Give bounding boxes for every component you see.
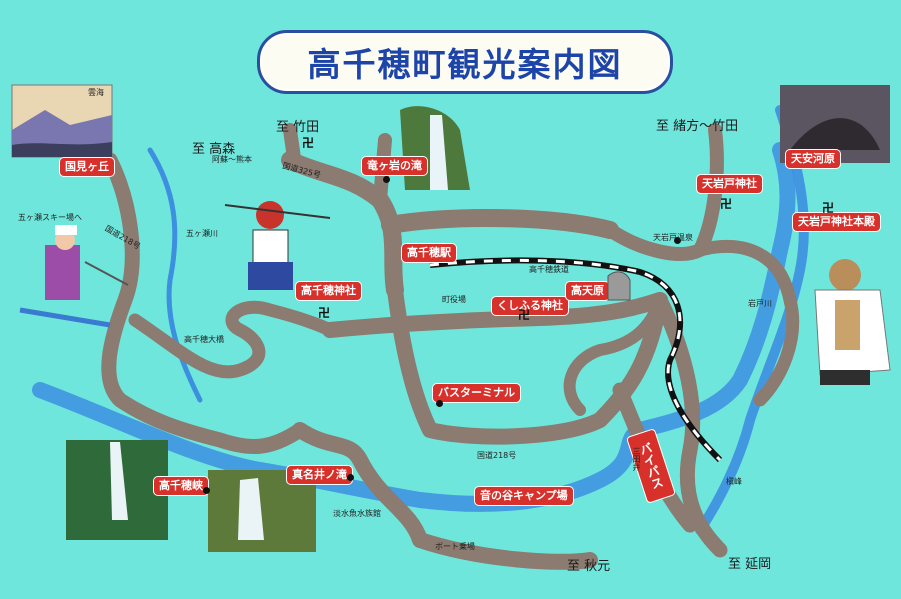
note-route218-bottom: 国道218号	[477, 451, 517, 460]
label-kunimigaoka[interactable]: 国見ヶ丘	[60, 158, 114, 176]
poi-dot-bus-terminal	[436, 400, 443, 407]
label-takamagahara[interactable]: 高天原	[566, 282, 609, 300]
poi-dot-gorge	[203, 487, 210, 494]
shrine-mark-icon: 卍	[302, 136, 315, 150]
label-amanoiwato-shrine[interactable]: 天岩戸神社	[697, 175, 762, 193]
note-takachiho-bridge: 高千穂大橋	[184, 335, 224, 344]
road-mid	[563, 294, 666, 416]
note-aso-kumamoto: 阿蘇～熊本	[212, 155, 252, 164]
label-takachiho-shrine[interactable]: 高千穂神社	[296, 282, 361, 300]
label-takachiho-gorge[interactable]: 高千穂峡	[154, 477, 208, 495]
iwato-river	[695, 105, 809, 535]
label-ryugaiwa[interactable]: 竜ヶ岩の滝	[362, 157, 427, 175]
note-aquarium: 淡水魚水族館	[333, 509, 381, 518]
shrine-mark-icon: 卍	[318, 306, 331, 320]
note-town-office: 町役場	[442, 295, 466, 304]
road-218-west	[101, 152, 308, 455]
note-railway: 高千穂鉄道	[529, 265, 569, 274]
poi-dot-iwato-station	[674, 237, 681, 244]
road-town	[322, 292, 668, 338]
note-gokase-ski: 五ヶ瀬スキー場へ	[18, 213, 82, 222]
label-takachiho-station[interactable]: 高千穂駅	[402, 244, 456, 262]
dest-takamori: 至 高森	[192, 142, 236, 157]
note-unkai: 雲海	[88, 88, 104, 97]
map-title-box: 高千穂町観光案内図	[257, 30, 673, 94]
dest-taketa: 至 竹田	[276, 120, 320, 135]
shrine-mark-icon: 卍	[822, 201, 835, 215]
label-amanoyasugawara[interactable]: 天安河原	[786, 150, 840, 168]
road-loop	[387, 282, 668, 445]
poi-dot-ryugaiwa	[383, 176, 390, 183]
road-south	[292, 422, 598, 570]
note-mitai: 三田井	[632, 447, 641, 471]
label-kushifuru-shrine[interactable]: くしふる神社	[492, 297, 568, 315]
label-otonotani-camp[interactable]: 音の谷キャンプ場	[475, 487, 573, 505]
note-boat: ボート乗場	[435, 542, 475, 551]
road-iwato	[693, 240, 800, 407]
road-station	[381, 209, 619, 239]
map-title: 高千穂町観光案内図	[307, 45, 623, 84]
note-komakai: 槇峰	[726, 477, 742, 486]
shrine-mark-icon: 卍	[518, 308, 531, 322]
shrine-mark-icon: 卍	[720, 197, 733, 211]
river-west	[147, 147, 203, 403]
label-bus-terminal[interactable]: バスターミナル	[433, 384, 520, 402]
label-manai-falls[interactable]: 真名井ノ滝	[287, 466, 352, 484]
note-iwato-onsen: 天岩戸温泉	[653, 233, 693, 242]
label-amanoiwato-honden[interactable]: 天岩戸神社本殿	[793, 213, 880, 231]
gokase-river	[32, 142, 796, 512]
note-iwato-river: 岩戸川	[748, 299, 772, 308]
road-winding	[128, 300, 337, 379]
poi-dot-manai	[347, 474, 354, 481]
dest-akimoto: 至 秋元	[567, 559, 611, 574]
dest-ogata-taketa: 至 緒方～竹田	[656, 119, 739, 134]
dest-nobeoka: 至 延岡	[728, 557, 772, 572]
note-gokase-river: 五ヶ瀬川	[186, 229, 218, 238]
